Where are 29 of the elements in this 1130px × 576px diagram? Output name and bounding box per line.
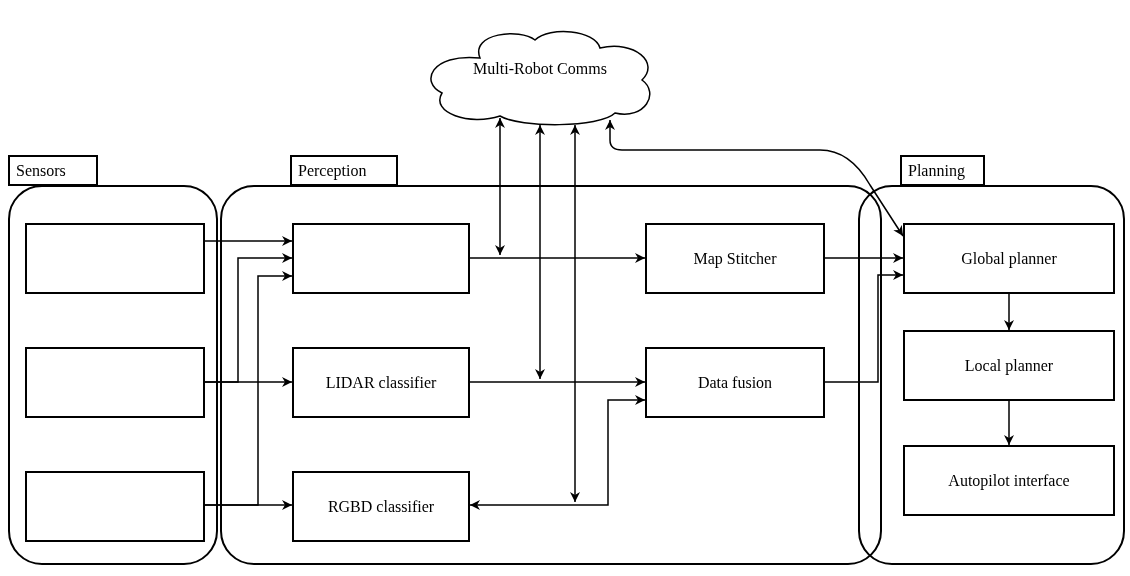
arrow <box>1004 293 1014 331</box>
arrow <box>1004 400 1014 446</box>
process-box: Local planner <box>903 330 1115 401</box>
process-box: Map Stitcher <box>645 223 825 294</box>
process-box: Autopilot interface <box>903 445 1115 516</box>
group-title: Sensors <box>8 155 98 186</box>
arrow <box>469 395 646 510</box>
arrow <box>204 500 293 510</box>
process-box <box>25 471 205 542</box>
arrow <box>535 124 545 380</box>
arrow <box>204 236 293 246</box>
arrow <box>469 253 646 263</box>
process-box: RGBD classifier <box>292 471 470 542</box>
arrow <box>469 377 646 387</box>
arrow <box>824 253 904 263</box>
arrow <box>824 270 904 383</box>
arrow <box>605 119 904 237</box>
group-title: Perception <box>290 155 398 186</box>
process-box <box>25 223 205 294</box>
process-box: LIDAR classifier <box>292 347 470 418</box>
process-box <box>25 347 205 418</box>
arrow <box>570 124 580 503</box>
arrow <box>495 117 505 256</box>
cloud-label: Multi-Robot Comms <box>473 60 607 78</box>
group-title: Planning <box>900 155 985 186</box>
process-box: Global planner <box>903 223 1115 294</box>
process-box <box>292 223 470 294</box>
arrow <box>204 377 293 387</box>
process-box: Data fusion <box>645 347 825 418</box>
